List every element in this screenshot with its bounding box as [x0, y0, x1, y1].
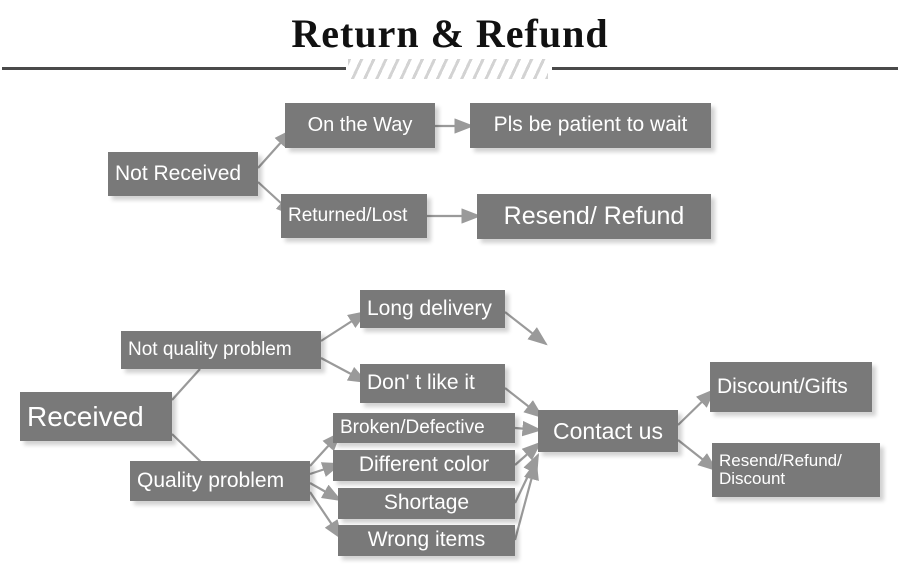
flow-node-not-quality: Not quality problem: [121, 331, 321, 369]
flow-node-on-the-way: On the Way: [285, 103, 435, 148]
flow-node-long-delivery: Long delivery: [360, 290, 505, 328]
flow-node-resend-refund: Resend/ Refund: [477, 194, 711, 239]
flow-node-received: Received: [20, 392, 172, 441]
flow-node-quality: Quality problem: [130, 461, 310, 501]
divider-line-right: [552, 67, 898, 70]
flow-node-not-received: Not Received: [108, 152, 258, 196]
flow-node-resend-refund-discount: Resend/Refund/ Discount: [712, 443, 880, 497]
flow-node-contact-us: Contact us: [538, 410, 678, 452]
flow-node-dont-like: Don' t like it: [360, 364, 505, 403]
flow-node-discount-gifts: Discount/Gifts: [710, 362, 872, 412]
flow-node-returned-lost: Returned/Lost: [281, 194, 427, 238]
flow-node-different-color: Different color: [333, 450, 515, 481]
flow-node-pls-be-patient: Pls be patient to wait: [470, 103, 711, 148]
flow-node-wrong-items: Wrong items: [338, 525, 515, 556]
page-title: Return & Refund: [291, 11, 609, 56]
flow-node-shortage: Shortage: [338, 488, 515, 519]
divider-hatch-ornament: [348, 59, 548, 79]
flow-node-broken-defective: Broken/Defective: [333, 413, 515, 443]
divider-line-left: [2, 67, 346, 70]
